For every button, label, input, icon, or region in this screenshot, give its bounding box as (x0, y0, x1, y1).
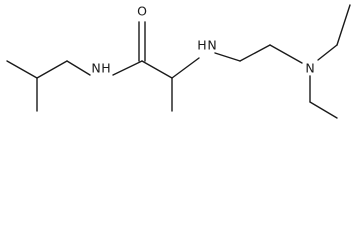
structural-formula: O N H H N N (6, 4, 351, 119)
amide-nitrogen-label: N (91, 61, 100, 76)
oxygen-atom-label: O (137, 4, 147, 19)
bond-alpha-amine-n (171, 57, 200, 79)
bond-ch2-tertiary-n (269, 44, 303, 64)
bond-methyl1-ch (6, 60, 38, 79)
tertiary-nitrogen-label: N (305, 61, 314, 76)
bond-ethyl1-ch3 (336, 4, 351, 46)
bond-carbonyl-alpha (141, 60, 173, 79)
bond-ethyl2-ch3 (309, 101, 338, 119)
amide-hydrogen-label: H (101, 61, 110, 76)
amine-hydrogen-label: H (197, 38, 206, 53)
bond-ch2-amide-n (66, 60, 91, 76)
bond-amide-n-carbonyl (112, 60, 143, 76)
bond-tertiary-n-ethyl1 (317, 44, 338, 61)
bond-amine-n-ch2 (214, 52, 241, 62)
amine-nitrogen-label: N (207, 38, 216, 53)
bond-ch-ch2 (36, 60, 68, 79)
bond-ch2-ch2 (239, 44, 271, 62)
